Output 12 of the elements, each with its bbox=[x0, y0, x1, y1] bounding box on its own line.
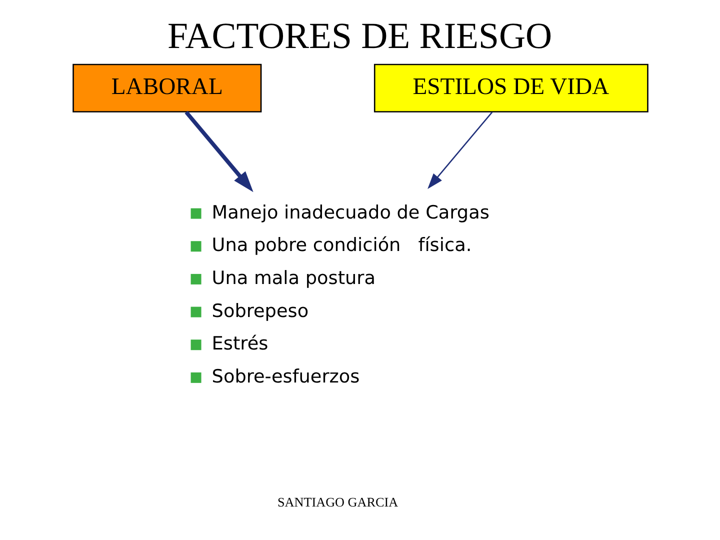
node-label: Estrés bbox=[211, 334, 268, 355]
node-label: Manejo inadecuado de Cargas bbox=[211, 202, 489, 224]
diagram-title: FACTORES DE RIESGO bbox=[166, 14, 552, 56]
node-box: ESTILOS DE VIDA bbox=[373, 64, 648, 112]
label: SANTIAGO GARCIA bbox=[276, 494, 398, 510]
node-label: Sobrepeso bbox=[211, 300, 308, 322]
node-label: Una pobre condición física. bbox=[211, 235, 472, 256]
node-label: Una mala postura bbox=[211, 268, 376, 290]
node-label: Sobre-esfuerzos bbox=[211, 366, 360, 388]
node-box: LABORAL bbox=[72, 64, 262, 112]
arrow bbox=[427, 112, 492, 190]
arrow bbox=[184, 110, 253, 192]
